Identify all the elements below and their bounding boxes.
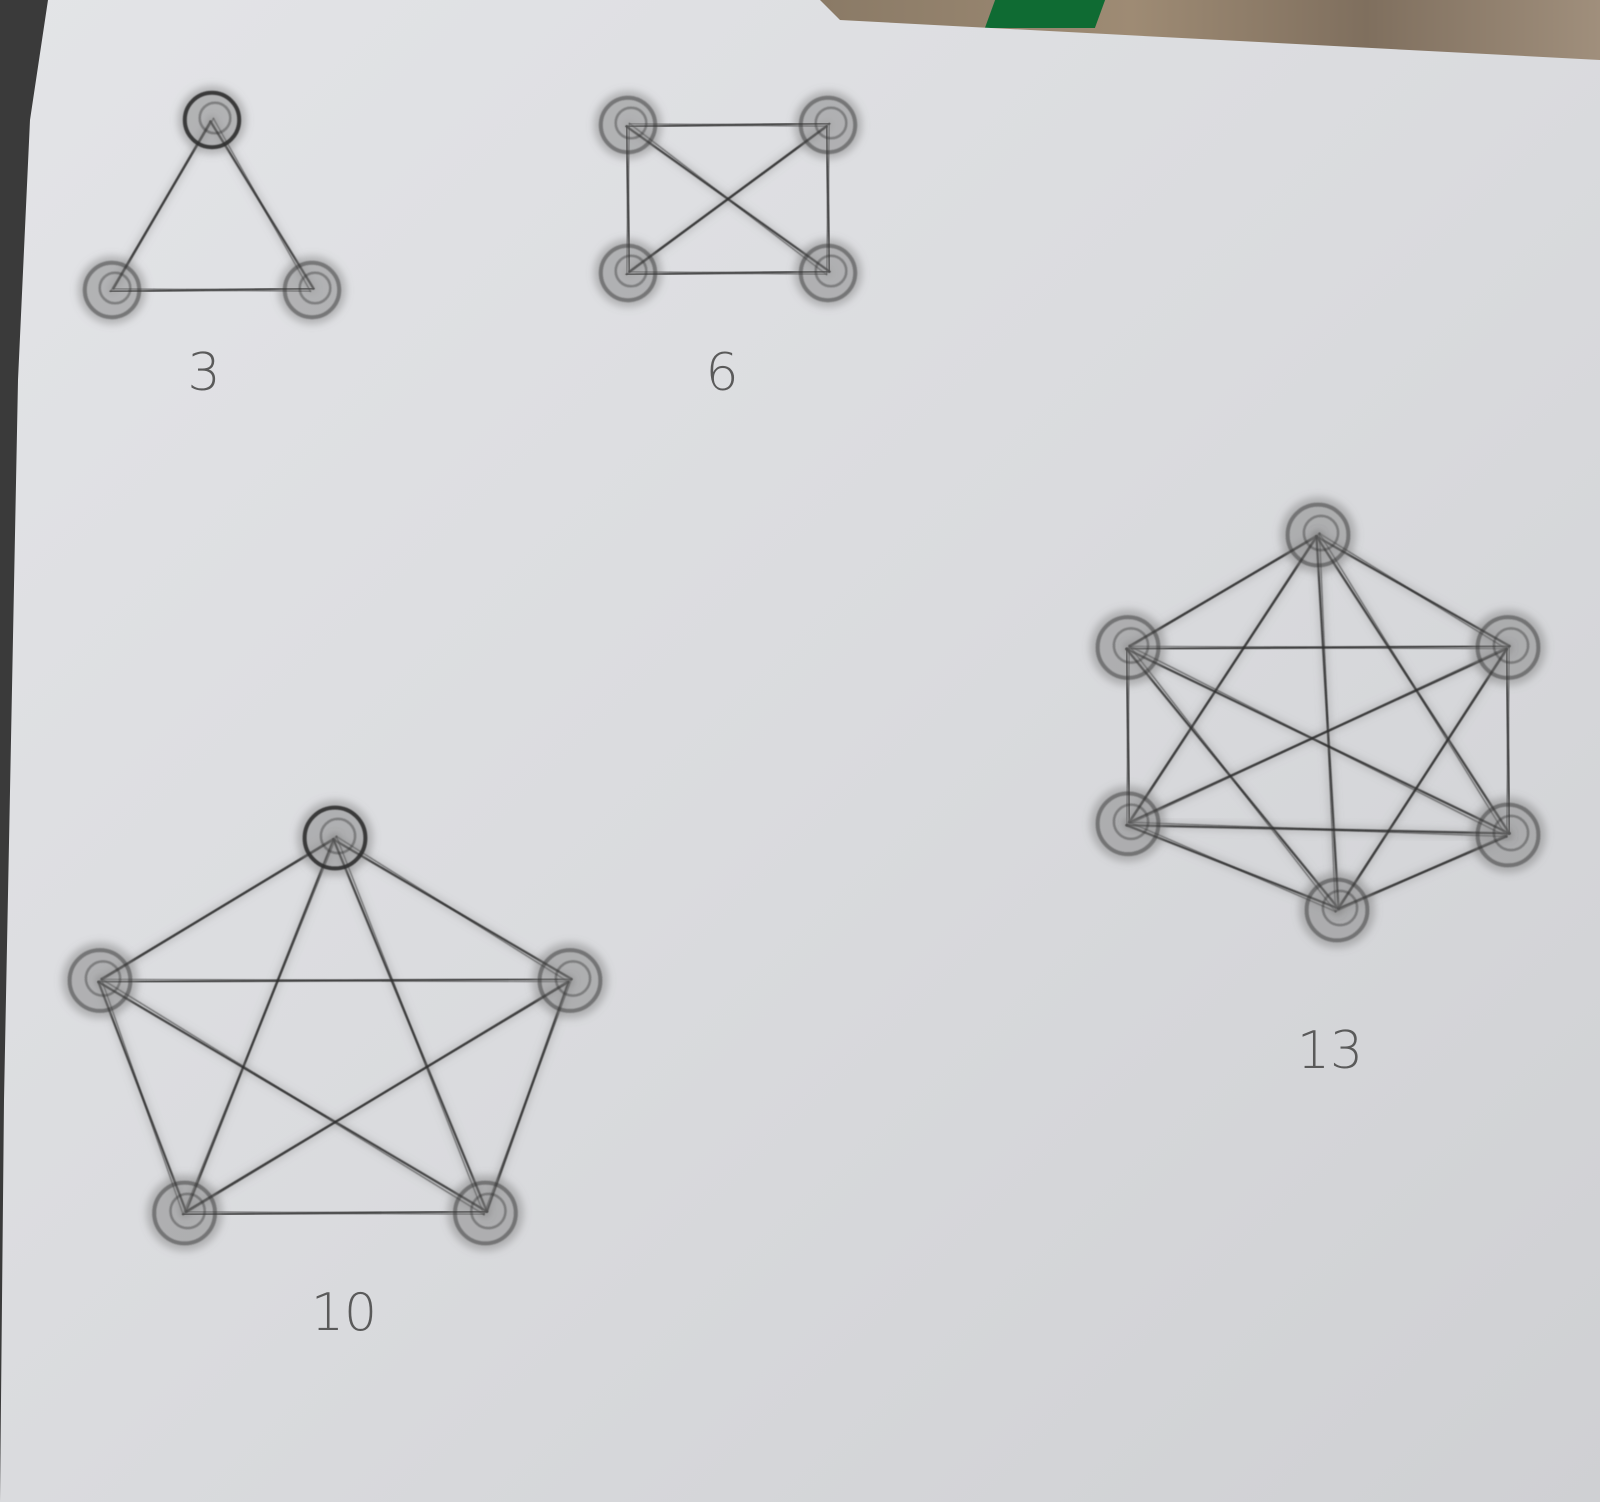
graph-node-inner-ring (169, 1192, 206, 1230)
graph-node (1475, 615, 1541, 680)
graph-node-shading (178, 86, 246, 154)
graph-node-shading (297, 800, 373, 876)
graph-node (1095, 791, 1161, 857)
graph-edge (1128, 645, 1508, 650)
graph-node-inner-ring (1112, 627, 1150, 664)
graph-edge (100, 978, 485, 1216)
graph-node (82, 260, 142, 320)
graph-node-inner-ring (1492, 627, 1530, 664)
graph-node (282, 260, 342, 320)
graph-node-shading (594, 91, 662, 159)
graph-node-shading (532, 942, 608, 1019)
graph-node (537, 948, 603, 1013)
graph-node (152, 1180, 218, 1246)
graph-node (598, 243, 658, 303)
graph-edge (1128, 821, 1337, 913)
graph-edge (1125, 645, 1511, 826)
graph-edge (1128, 821, 1508, 838)
graph-edge (182, 978, 573, 1216)
graph-diagram-13: 13 (1090, 497, 1546, 1081)
graph-nodes (62, 800, 608, 1251)
diagram-label: 6 (705, 343, 738, 403)
graph-node-inner-ring (98, 271, 132, 305)
graph-node-shading (1470, 609, 1546, 686)
graph-node-inner-ring (1321, 889, 1359, 927)
graph-edges (96, 834, 574, 1217)
graph-node-inner-ring (84, 960, 122, 997)
graph-edge (1318, 532, 1508, 838)
graph-node-shading (146, 1175, 223, 1251)
graph-edge (112, 287, 312, 293)
graph-node-inner-ring (1302, 514, 1340, 552)
graph-diagram-6: 6 (594, 91, 862, 403)
graph-node (1095, 615, 1161, 680)
graph-node (798, 243, 858, 303)
graph-edge (335, 835, 485, 1216)
graph-node-shading (447, 1175, 524, 1251)
graph-node-shading (1280, 497, 1356, 573)
graph-node-shading (794, 239, 862, 307)
graph-edge (1318, 532, 1337, 913)
graph-nodes (594, 91, 862, 307)
graph-node-inner-ring (814, 254, 848, 288)
graph-node-inner-ring (319, 817, 357, 855)
diagram-label: 3 (187, 343, 220, 403)
graph-edge (97, 835, 338, 983)
graph-nodes (78, 86, 346, 324)
graph-node (453, 1180, 518, 1246)
graph-node-inner-ring (614, 254, 648, 288)
graph-diagram-3: 3 (78, 86, 346, 403)
graph-node-shading (62, 942, 138, 1019)
graph-edge (1128, 645, 1508, 838)
graph-node-inner-ring (198, 101, 232, 135)
graph-edge (1125, 532, 1321, 826)
graph-edge (335, 835, 570, 983)
graph-edge (1334, 645, 1511, 913)
graph-node-shading (278, 256, 346, 324)
graph-node-shading (594, 239, 662, 307)
graph-node-inner-ring (614, 106, 648, 140)
graph-edge (483, 978, 573, 1216)
graph-nodes (1090, 497, 1546, 948)
graph-node-shading (1299, 872, 1375, 948)
graph-edge (628, 122, 828, 128)
graph-node-inner-ring (554, 960, 592, 997)
graph-node-inner-ring (1492, 814, 1530, 852)
graph-node-shading (794, 91, 862, 159)
graph-edge (100, 978, 184, 1216)
graph-node-inner-ring (470, 1192, 507, 1230)
graph-edge (182, 835, 338, 1216)
graph-node-shading (78, 256, 146, 324)
graph-node (598, 95, 658, 155)
graph-edge (185, 1210, 485, 1216)
diagram-label: 10 (311, 1283, 377, 1343)
graph-node-shading (1090, 609, 1166, 686)
diagram-label: 13 (1297, 1021, 1363, 1081)
graph-node-inner-ring (814, 106, 848, 140)
graph-node-shading (1090, 785, 1166, 862)
graph-node-shading (1470, 797, 1546, 873)
graph-diagram-10: 10 (62, 800, 608, 1343)
graph-edge (625, 122, 831, 276)
graph-node-inner-ring (298, 271, 332, 305)
graph-edge (628, 270, 828, 276)
graph-node (1285, 502, 1351, 568)
graph-node (1475, 802, 1541, 868)
graph-node (67, 948, 133, 1013)
graph-node (302, 805, 368, 871)
graph-node-inner-ring (1112, 803, 1150, 841)
graph-node (1304, 877, 1370, 943)
graph-node (182, 90, 242, 150)
graph-node (798, 95, 858, 155)
graph-edge (100, 978, 570, 983)
